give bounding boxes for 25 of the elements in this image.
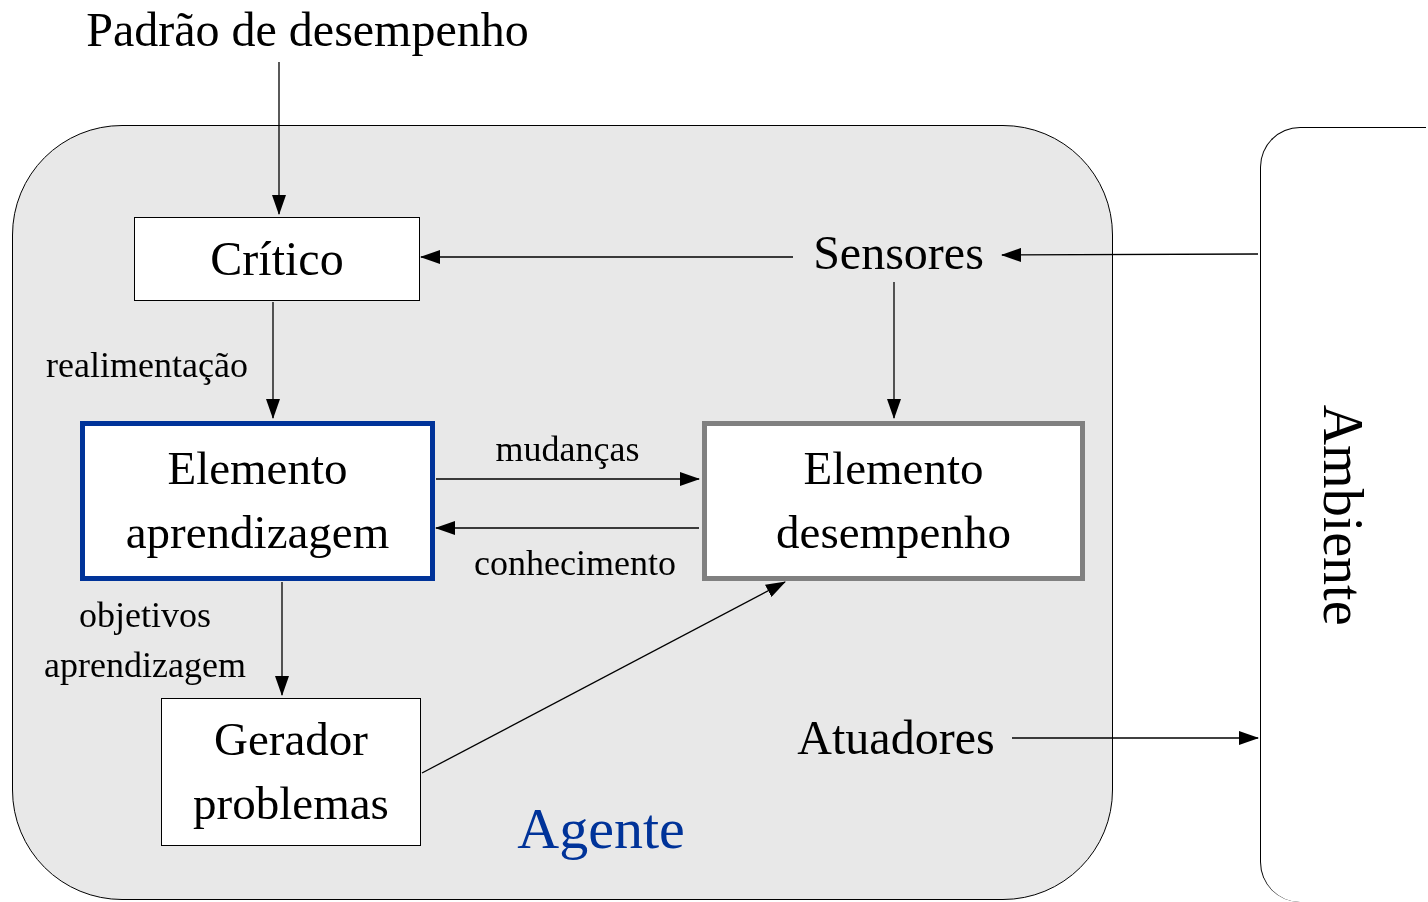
box-label: Gerador problemas [192,712,390,831]
box-label: Elemento desempenho [775,441,1012,560]
arrow [420,250,794,264]
arrow [275,581,289,696]
environment-box [1260,127,1426,902]
process-box [702,421,1085,581]
arrow [1011,731,1259,745]
agent-label: Agente [516,796,686,862]
box-label: Elemento aprendizagem [124,441,391,560]
agent-container [12,125,1113,900]
text-label: Atuadores [781,709,1011,767]
process-box [80,421,435,581]
arrow [272,61,286,215]
arrow [435,472,700,486]
arrow [421,581,786,774]
arrow [266,301,280,419]
arrow [435,521,700,535]
process-box [134,217,420,301]
process-box [161,698,421,846]
arrow [887,281,901,419]
environment-label: Ambiente [1311,404,1376,626]
text-label: Padrão de desempenho [55,0,560,60]
box-label: Crítico [209,231,345,288]
arrow [1001,247,1259,262]
text-label: Sensores [796,225,1001,281]
